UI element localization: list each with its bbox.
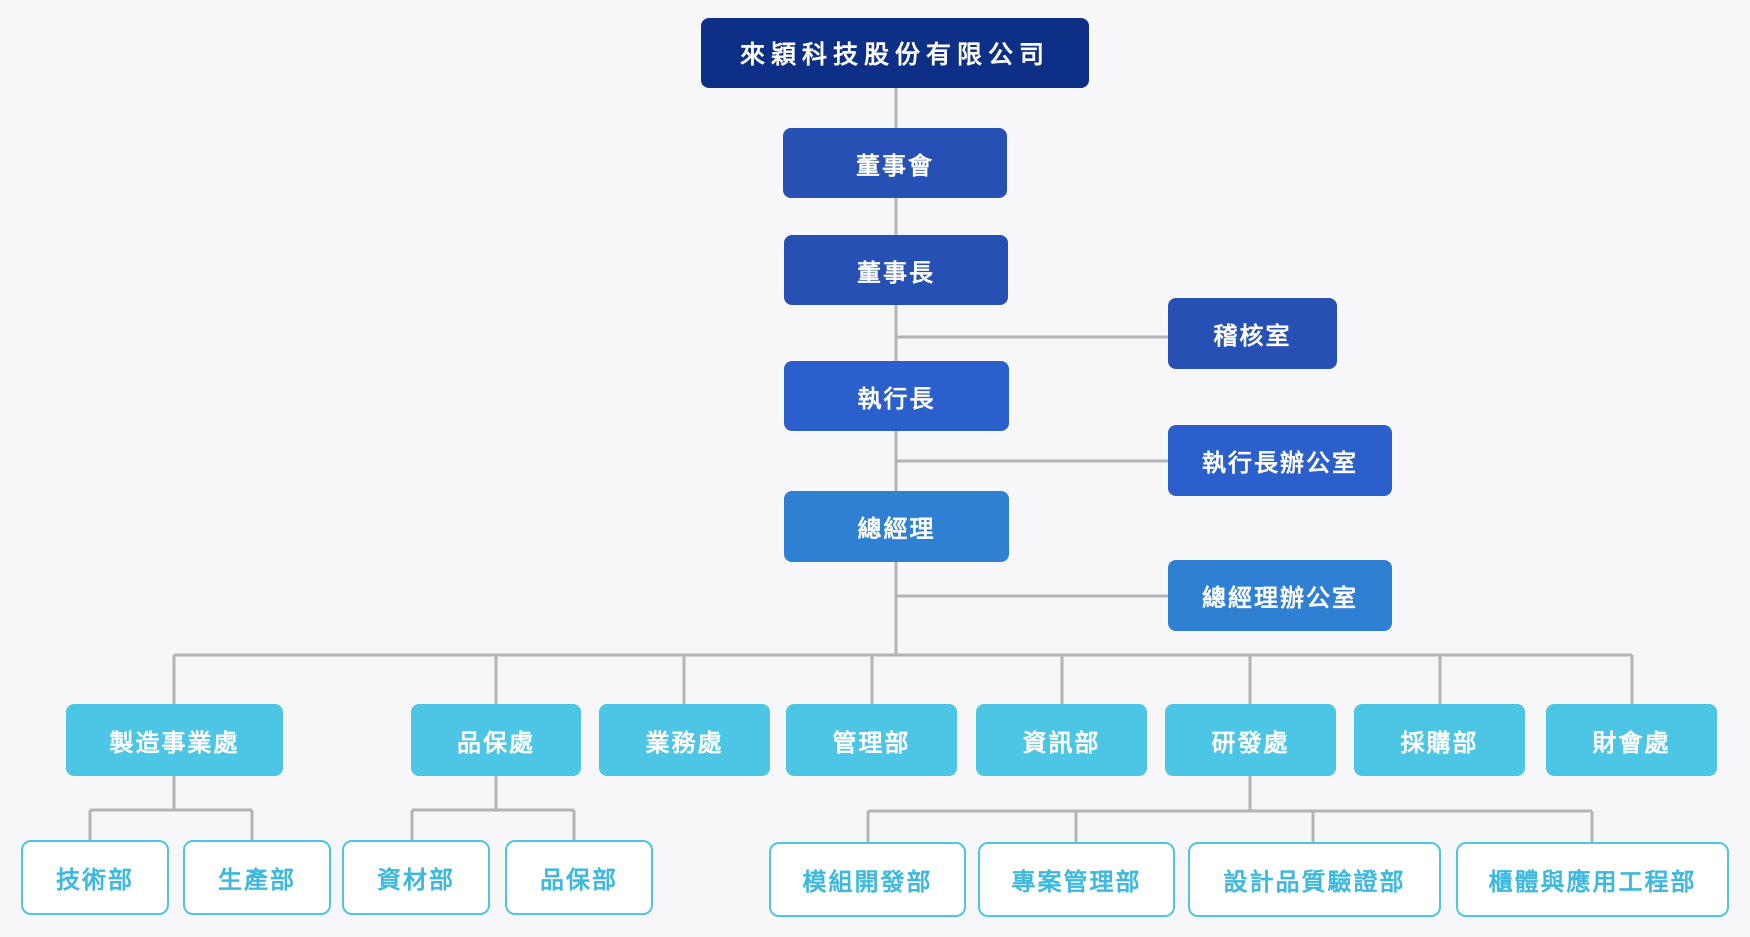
board-node: 董事會 <box>783 128 1007 198</box>
dept-cabinet-app-eng: 櫃體與應用工程部 <box>1456 842 1729 917</box>
general-manager-node: 總經理 <box>784 491 1009 562</box>
division-quality: 品保處 <box>411 704 581 776</box>
division-manufacturing: 製造事業處 <box>66 704 283 776</box>
division-purchasing: 採購部 <box>1354 704 1525 776</box>
chairman-node: 董事長 <box>784 235 1008 305</box>
gm-office-node: 總經理辦公室 <box>1168 560 1392 631</box>
division-rnd: 研發處 <box>1165 704 1336 776</box>
dept-materials: 資材部 <box>342 840 490 915</box>
audit-office-node: 稽核室 <box>1168 298 1337 369</box>
division-it: 資訊部 <box>976 704 1147 776</box>
dept-design-verification: 設計品質驗證部 <box>1188 842 1441 917</box>
division-sales: 業務處 <box>599 704 770 776</box>
division-finance: 財會處 <box>1546 704 1717 776</box>
dept-module-dev: 模組開發部 <box>769 842 966 917</box>
ceo-node: 執行長 <box>784 361 1009 431</box>
division-management: 管理部 <box>786 704 957 776</box>
dept-quality-assurance: 品保部 <box>505 840 653 915</box>
dept-project-mgmt: 專案管理部 <box>978 842 1175 917</box>
ceo-office-node: 執行長辦公室 <box>1168 425 1392 496</box>
dept-production: 生產部 <box>183 840 331 915</box>
dept-technical: 技術部 <box>21 840 169 915</box>
company-node: 來穎科技股份有限公司 <box>701 18 1089 88</box>
